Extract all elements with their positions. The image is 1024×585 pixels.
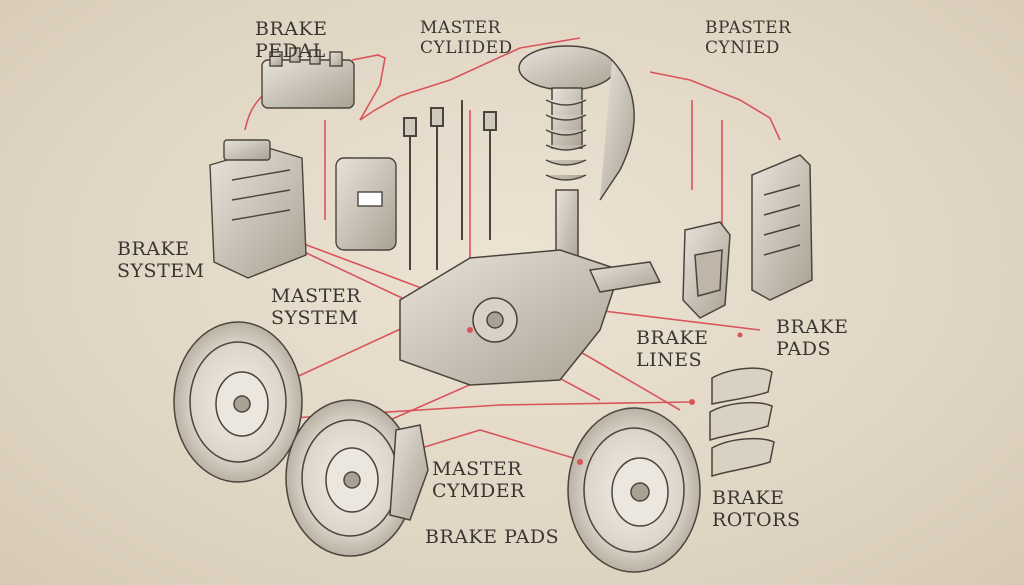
label-brake-lines: BRAKE LINES xyxy=(636,327,709,371)
steering-knuckle xyxy=(399,249,662,386)
right-caliper xyxy=(751,154,813,301)
label-brake-rotors: BRAKE ROTORS xyxy=(712,487,801,531)
rotor-center xyxy=(285,399,429,557)
rotor-left xyxy=(173,321,303,483)
master-cylinder-housing xyxy=(209,139,307,279)
label-brake-pedal: BRAKE PEDAL xyxy=(255,18,328,62)
brake-pedal-assembly xyxy=(261,47,355,109)
connector-rods xyxy=(403,100,497,270)
brake-pad-middle xyxy=(682,221,731,319)
label-master-cylinder-top: MASTER CYLIIDED xyxy=(420,18,513,58)
label-brake-pads-right: BRAKE PADS xyxy=(776,316,849,360)
label-master-cylinder-bottom: MASTER CYMDER xyxy=(432,458,525,502)
brake-pads-stack xyxy=(709,367,775,478)
rotor-right xyxy=(567,407,701,573)
label-brake-system: BRAKE SYSTEM xyxy=(117,238,205,282)
label-brake-pads-bottom: BRAKE PADS xyxy=(425,526,560,548)
label-master-system: MASTER SYSTEM xyxy=(271,285,362,329)
label-booster-cylinder: BPASTER CYNIED xyxy=(705,18,792,58)
abs-module xyxy=(335,157,397,251)
fastener-dots xyxy=(467,327,743,465)
strut-assembly xyxy=(518,45,635,271)
